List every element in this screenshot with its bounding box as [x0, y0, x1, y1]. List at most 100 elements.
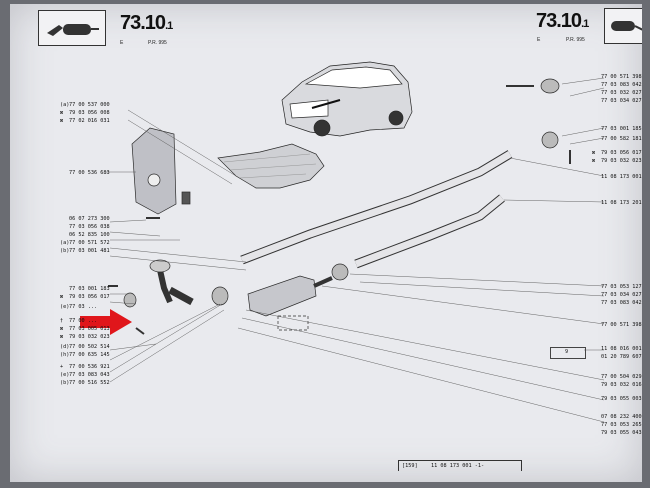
part-number: 06 52 835 100 [69, 232, 110, 238]
part-mark: ⊠ [60, 334, 64, 340]
catalog-page: 73.10.1 E P.R. 995 73.10.1 E P.R. 995 [10, 4, 642, 482]
left-part-row: 77 00 536 683 [60, 170, 110, 176]
right-part-row: 77 03 034 027 [592, 292, 642, 298]
section-number-left: 73.10.1 [120, 12, 173, 34]
part-mark: ⊠ [592, 150, 596, 156]
left-part-row: ⊠ 79 03 056 008 [60, 110, 110, 116]
right-part-row: 77 03 001 185 [592, 126, 642, 132]
part-mark: (e) [60, 372, 70, 378]
right-part-row: 77 00 504 029 [592, 374, 642, 380]
car-illustration [281, 61, 413, 137]
part-mark: (b) [60, 248, 70, 254]
left-part-row: (e)77 03 ... [60, 304, 97, 310]
right-part-row: ⊠ 79 03 032 023 [592, 158, 642, 164]
part-number: 11 08 173 001 [601, 174, 642, 180]
left-part-row: 06 07 273 300 [60, 216, 110, 222]
part-mark: (h) [60, 352, 70, 358]
prefix-right: E [537, 37, 541, 43]
right-part-row: 01 20 789 607 [592, 354, 642, 360]
part-number: 77 00 571 398 [601, 322, 642, 328]
part-number: 77 00 536 921 [69, 364, 110, 370]
part-number: 77 03 005 013 [69, 326, 110, 332]
reference-box: 9 [550, 347, 586, 359]
left-part-row: 06 52 835 100 [60, 232, 110, 238]
part-number: 79 03 056 008 [69, 110, 110, 116]
part-number: 77 03 001 481 [69, 248, 110, 254]
part-mark: (a) [60, 102, 70, 108]
part-mark: ⊠ [60, 326, 64, 332]
part-number: 77 02 016 031 [69, 118, 110, 124]
left-part-row: ⊠ 77 02 016 031 [60, 118, 110, 124]
part-mark: † [60, 318, 64, 324]
right-part-row: ⊠79 03 056 017 [592, 150, 642, 156]
part-mark: ⊠ [592, 158, 596, 164]
footer-page: [159] [402, 463, 418, 469]
header-right-icon-box [604, 8, 642, 44]
part-number: 79 03 055 043 [601, 430, 642, 436]
right-part-row: 79 03 032 016 [592, 382, 642, 388]
part-number: 77 00 635 145 [69, 352, 110, 358]
part-mark: + [60, 364, 64, 370]
part-mark: ⊠ [60, 118, 64, 124]
right-part-row: 77 03 053 265 [592, 422, 642, 428]
part-number: 77 00 536 683 [69, 170, 110, 176]
part-number: 77 00 ... [69, 318, 98, 324]
section-number-right: 73.10.1 [536, 10, 589, 32]
part-mark: ⊠ [60, 110, 64, 116]
part-mark: (e) [60, 304, 70, 310]
ref-left: P.R. 995 [148, 40, 167, 46]
part-number: 77 00 504 029 [601, 374, 642, 380]
part-number: 79 03 032 016 [601, 382, 642, 388]
part-number: 77 03 053 127 [601, 284, 642, 290]
left-part-row: +77 00 536 921 [60, 364, 110, 370]
exhaust-icon [47, 24, 99, 36]
part-number: 79 03 032 023 [69, 334, 110, 340]
left-part-row: ⊠ 77 03 005 013 [60, 326, 110, 332]
right-part-row: 77 00 582 181 [592, 136, 642, 142]
right-part-row: 77 03 034 027 [592, 98, 642, 104]
part-number: 77 03 034 027 [601, 292, 642, 298]
right-part-row: 11 08 173 001 [592, 174, 642, 180]
part-number: 79 03 032 023 [601, 158, 642, 164]
right-part-row: 79 03 055 003 [592, 396, 642, 402]
part-mark: (b) [60, 380, 70, 386]
part-number: 11 08 016 001 [601, 346, 642, 352]
left-part-row: (b)77 03 001 481 [60, 248, 110, 254]
part-number: 06 07 273 300 [69, 216, 110, 222]
left-part-row: (a)77 00 537 000 [60, 102, 110, 108]
part-number: 77 03 053 265 [601, 422, 642, 428]
part-mark: (a) [60, 240, 70, 246]
right-part-row: 77 00 571 398 [592, 74, 642, 80]
part-number: 77 03 034 027 [601, 98, 642, 104]
left-part-row: 77 03 001 183 [60, 286, 110, 292]
prefix-left: E [120, 40, 124, 46]
part-number: 77 00 502 514 [69, 344, 110, 350]
part-number: 77 00 582 181 [601, 136, 642, 142]
left-part-row: ⊠79 03 056 017 [60, 294, 110, 300]
part-number: 77 00 571 398 [601, 74, 642, 80]
part-number: 77 00 516 552 [69, 380, 110, 386]
left-part-row: (a)77 00 571 572 [60, 240, 110, 246]
red-arrow [80, 309, 132, 335]
right-part-row: 77 03 083 042 [592, 300, 642, 306]
right-part-row: 77 03 053 127 [592, 284, 642, 290]
part-mark: (d) [60, 344, 70, 350]
left-part-row: (d)77 00 502 514 [60, 344, 110, 350]
part-number: 77 03 001 185 [601, 126, 642, 132]
part-number: 79 03 056 017 [69, 294, 110, 300]
part-number: 77 00 571 572 [69, 240, 110, 246]
part-number: 77 03 056 038 [69, 224, 110, 230]
exhaust-diagram [106, 61, 605, 423]
part-number: 79 03 055 003 [601, 396, 642, 402]
left-part-row: 77 03 056 038 [60, 224, 110, 230]
left-part-row: ⊠ 79 03 032 023 [60, 334, 110, 340]
right-part-row: 11 08 173 201 [592, 200, 642, 206]
part-number: 11 08 173 201 [601, 200, 642, 206]
right-part-row: 79 03 055 043 [592, 430, 642, 436]
right-part-row: 07 08 232 400 [592, 414, 642, 420]
right-part-row: 77 00 571 398 [592, 322, 642, 328]
part-number: 77 03 001 183 [69, 286, 110, 292]
part-number: 77 03 ... [69, 304, 98, 310]
right-part-row: 77 03 083 042 [592, 82, 642, 88]
left-part-row: (b)77 00 516 552 [60, 380, 110, 386]
